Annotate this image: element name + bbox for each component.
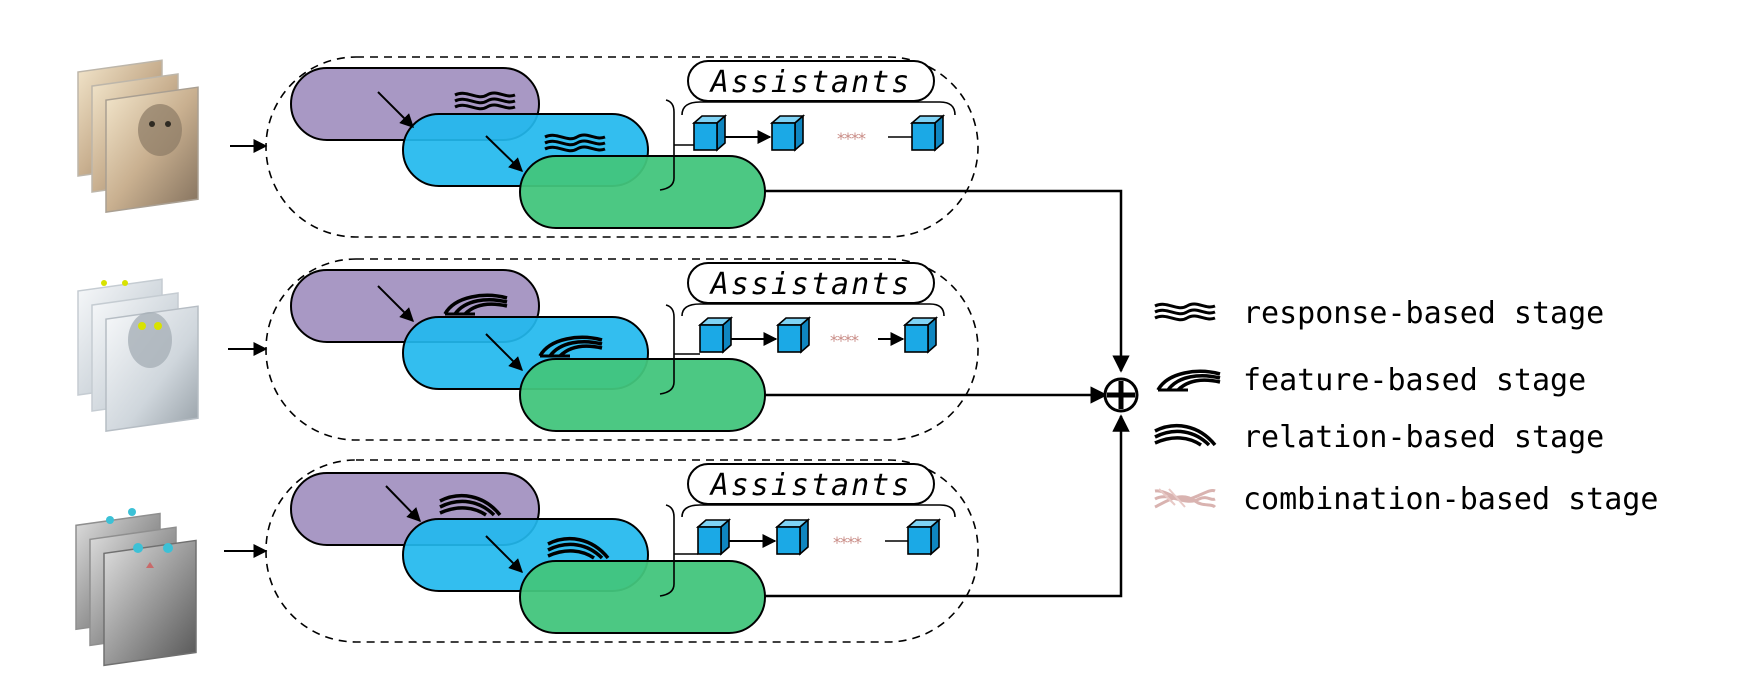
green-pill (519, 560, 766, 634)
ellipsis-dots: **** (833, 533, 862, 552)
legend-label: response-based stage (1243, 296, 1604, 331)
legend-label: feature-based stage (1243, 363, 1586, 398)
legend: response-based stage feature-based stage… (1153, 296, 1658, 517)
assistant-cube-icon (911, 115, 944, 151)
assistants-bracket (681, 101, 956, 116)
flow-arrow (377, 91, 414, 128)
assistants-bracket (681, 504, 956, 518)
assistants-brace (659, 504, 675, 597)
assistants-label-box (687, 463, 935, 505)
legend-label: relation-based stage (1243, 420, 1604, 455)
row-response: Assistants **** (77, 56, 1130, 373)
row-relation: Assistants **** (75, 414, 1130, 667)
cat-photo-sketch-icon (77, 278, 199, 432)
output-connector (765, 414, 1130, 598)
assistant-cube-icon (699, 317, 732, 353)
flow-arrow (485, 535, 523, 573)
assistants-label: Assistants (709, 65, 912, 100)
assistant-cube-icon (904, 317, 937, 353)
stage-container (265, 459, 979, 643)
circle-plus-icon (1103, 377, 1139, 413)
row-feature: Assistants **** (77, 258, 1108, 441)
assistant-cube-icon (771, 115, 804, 151)
green-pill (519, 155, 766, 229)
ellipsis-dots: **** (837, 129, 866, 148)
legend-item: feature-based stage (1156, 363, 1586, 398)
stage-container (265, 56, 979, 238)
assistants-bracket (681, 303, 945, 317)
flow-arrow (377, 285, 414, 322)
cat-photo-color-icon (77, 59, 199, 213)
assistant-cube-icon (697, 519, 730, 555)
assistant-cube-icon (776, 519, 809, 555)
assistants-label-box (687, 60, 935, 102)
feature-stage-icon (1156, 369, 1222, 392)
assistants-label-box (687, 262, 935, 304)
flow-arrow (485, 333, 523, 371)
legend-item: response-based stage (1153, 296, 1604, 331)
assistant-cube-icon (693, 115, 726, 151)
response-stage-icon (1153, 302, 1217, 322)
legend-label: combination-based stage (1243, 482, 1658, 517)
output-connector (765, 189, 1130, 373)
ellipsis-dots: **** (830, 331, 859, 350)
flow-arrow (485, 135, 524, 172)
assistant-cube-icon (777, 317, 810, 353)
combination-stage-icon (1153, 487, 1217, 509)
legend-item: combination-based stage (1153, 482, 1658, 517)
assistant-cube-icon (907, 519, 940, 555)
assistants-brace (659, 304, 675, 395)
cat-photo-gray-icon (75, 508, 197, 667)
flow-arrow (385, 485, 421, 523)
assistants-label: Assistants (709, 267, 912, 302)
legend-item: relation-based stage (1153, 420, 1604, 455)
stage-container (265, 258, 979, 441)
relation-stage-icon (1153, 423, 1217, 447)
green-pill (519, 358, 766, 432)
assistants-label: Assistants (709, 468, 912, 503)
